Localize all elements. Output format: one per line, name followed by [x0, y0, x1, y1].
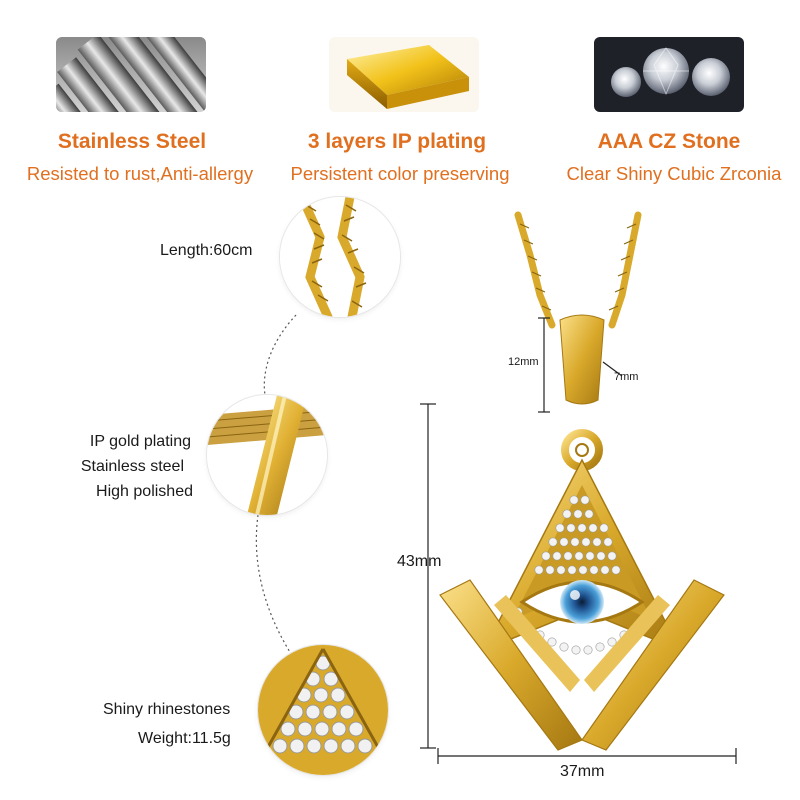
rhinestone — [552, 551, 562, 561]
feature-subtitle-plating: Persistent color preserving — [290, 163, 510, 184]
rhinestones-label: Shiny rhinestones — [103, 701, 231, 718]
rhinestone-detail-image — [258, 645, 388, 775]
plating-label-3: High polished — [96, 483, 193, 500]
rhinestone — [559, 642, 569, 652]
bail-width-label: 7mm — [614, 371, 639, 383]
cz-stones-icon — [594, 37, 744, 112]
rhinestone — [555, 523, 565, 533]
rhinestone — [580, 495, 590, 505]
steel-bars-icon — [56, 37, 206, 112]
rhinestone — [548, 537, 558, 547]
rhinestone — [607, 551, 617, 561]
length-label: Length:60cm — [160, 242, 253, 259]
rhinestone — [562, 509, 572, 519]
rhinestone — [570, 537, 580, 547]
rhinestone — [581, 537, 591, 547]
rhinestone — [588, 523, 598, 533]
rhinestone — [607, 637, 617, 647]
rhinestone — [595, 642, 605, 652]
plating-label-1: IP gold plating — [89, 433, 191, 450]
feature-subtitle-steel: Resisted to rust,Anti-allergy — [26, 163, 254, 184]
rhinestone — [599, 523, 609, 533]
rhinestone — [585, 551, 595, 561]
rhinestone — [567, 565, 577, 575]
rhinestone — [571, 645, 581, 655]
feature-title-plating: 3 layers IP plating — [307, 130, 487, 153]
feature-title-steel: Stainless Steel — [57, 130, 207, 153]
rhinestone — [589, 565, 599, 575]
rhinestone — [559, 537, 569, 547]
rhinestone — [574, 551, 584, 561]
gold-bar-icon — [329, 37, 479, 112]
feature-title-cz: AAA CZ Stone — [597, 130, 741, 153]
rhinestone — [566, 523, 576, 533]
rhinestone — [547, 637, 557, 647]
rhinestone — [600, 565, 610, 575]
rhinestone — [541, 551, 551, 561]
rhinestone — [611, 565, 621, 575]
pendant-height-label: 43mm — [397, 553, 442, 570]
plating-label-2: Stainless steel — [80, 458, 184, 475]
plating-detail-image — [207, 395, 327, 515]
rhinestone — [596, 551, 606, 561]
rhinestone — [603, 537, 613, 547]
rhinestone — [578, 565, 588, 575]
rhinestone — [584, 509, 594, 519]
pendant-image — [439, 211, 725, 751]
feature-subtitle-cz: Clear Shiny Cubic Zrconia — [566, 163, 782, 184]
rhinestone — [556, 565, 566, 575]
rhinestone — [534, 565, 544, 575]
rhinestone — [577, 523, 587, 533]
bail-height-label: 12mm — [508, 356, 539, 368]
weight-label: Weight:11.5g — [138, 730, 231, 747]
pendant-width-label: 37mm — [560, 763, 605, 780]
rhinestone — [592, 537, 602, 547]
rhinestone — [545, 565, 555, 575]
rhinestone — [569, 495, 579, 505]
rhinestone — [573, 509, 583, 519]
chain-detail-image — [280, 197, 400, 317]
rhinestone — [583, 645, 593, 655]
rhinestone — [563, 551, 573, 561]
